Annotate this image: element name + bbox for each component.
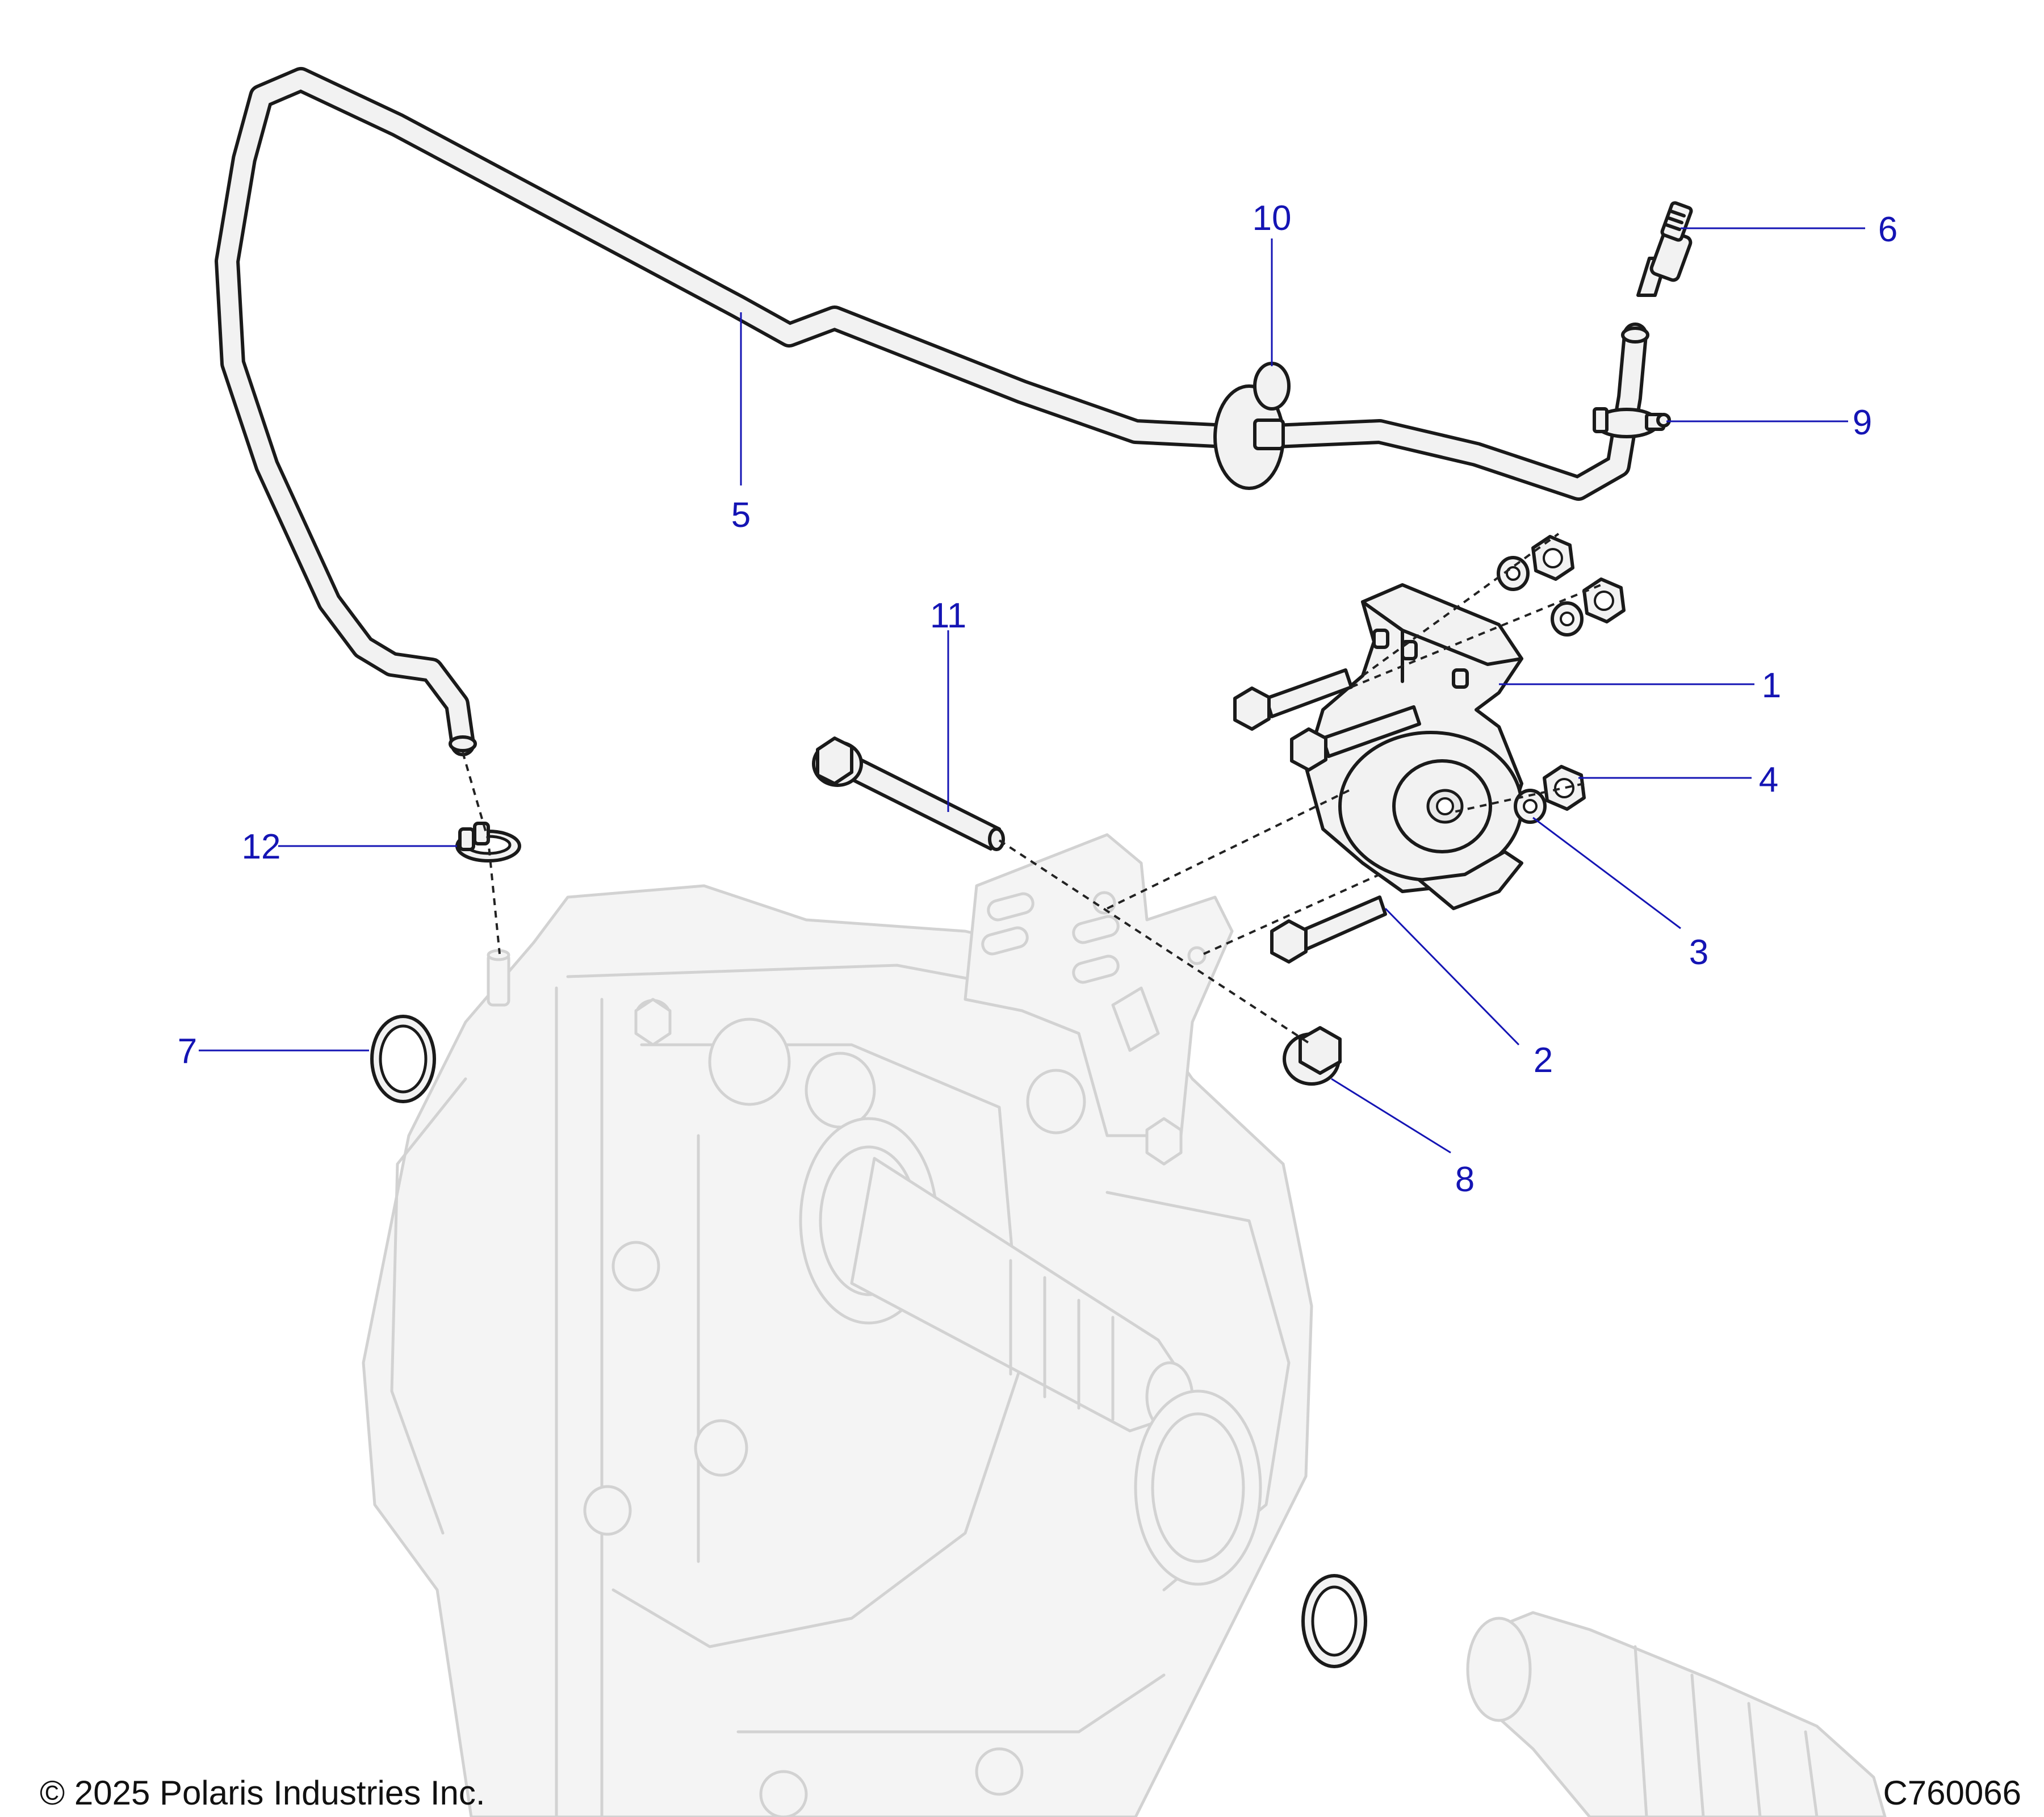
callout-4: 4 — [1758, 760, 1779, 799]
o-ring — [370, 1015, 436, 1103]
mount-bolts — [1233, 668, 1421, 964]
spring-clamp — [455, 822, 521, 863]
callout-5: 5 — [731, 496, 751, 535]
long-bolt — [812, 736, 1005, 851]
callout-10: 10 — [1252, 199, 1292, 238]
copyright-notice: © 2025 Polaris Industries Inc. — [40, 1774, 485, 1812]
callout-3: 3 — [1689, 933, 1709, 972]
leader-lines — [199, 227, 1865, 1154]
callout-12: 12 — [241, 827, 281, 866]
callout-11: 11 — [929, 596, 967, 635]
mount-bracket — [1304, 583, 1523, 910]
callout-1: 1 — [1761, 666, 1782, 705]
assembly-lines — [462, 533, 1602, 1046]
callout-8: 8 — [1455, 1160, 1475, 1199]
washers-and-nuts — [1497, 535, 1626, 824]
callout-2: 2 — [1533, 1041, 1553, 1080]
drawing-number: C760066 — [1883, 1774, 2021, 1812]
vent-hose — [215, 67, 1649, 756]
flange-nut — [1283, 1026, 1342, 1086]
callout-7: 7 — [177, 1032, 198, 1071]
hose-clamp — [1593, 407, 1671, 438]
callout-6: 6 — [1878, 210, 1898, 249]
vent-fitting — [1636, 201, 1693, 297]
cable-tie-clamp — [1213, 362, 1291, 490]
callout-9: 9 — [1852, 403, 1873, 442]
transmission-housing — [362, 833, 1887, 1817]
